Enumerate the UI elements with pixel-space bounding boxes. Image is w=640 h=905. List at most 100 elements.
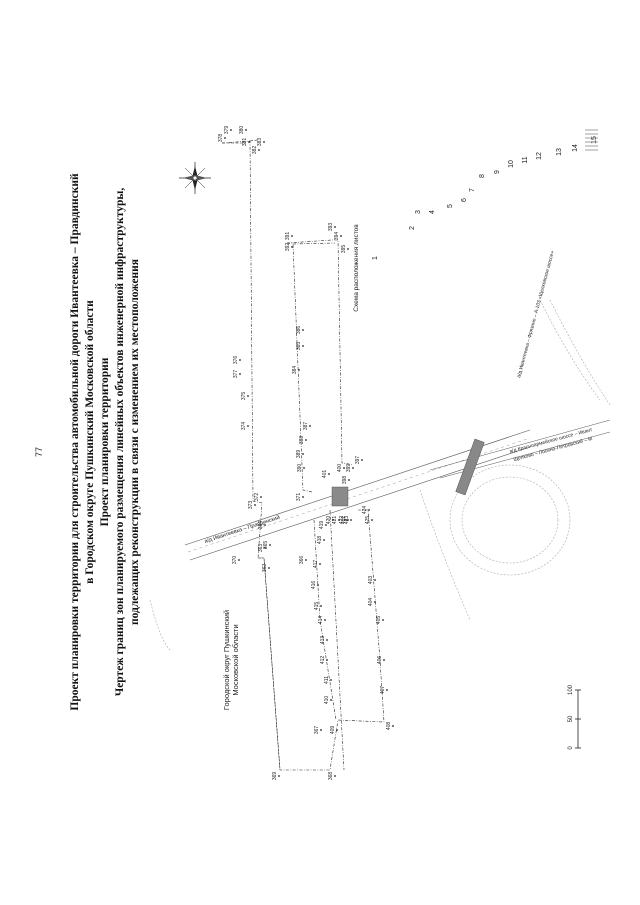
point-marker-367	[320, 729, 322, 731]
point-label-410: 410	[324, 696, 330, 705]
point-label-422: 422	[339, 516, 345, 525]
point-marker-400	[343, 467, 345, 469]
point-label-393: 393	[328, 223, 334, 232]
sheet-number-8: 8	[479, 174, 486, 178]
point-label-404: 404	[368, 598, 374, 607]
point-label-418: 418	[317, 536, 323, 545]
point-marker-378	[224, 137, 226, 139]
point-label-383: 383	[257, 138, 263, 147]
title-line-4: Чертеж границ зон планируемого размещени…	[114, 188, 126, 697]
sheet-number-10: 10	[508, 160, 515, 168]
title-line-5: подлежащих реконструкции в связи с измен…	[129, 259, 141, 625]
point-label-420: 420	[326, 516, 332, 525]
sheet-number-11: 11	[522, 156, 529, 163]
point-label-366: 366	[299, 556, 305, 565]
point-label-425: 425	[365, 516, 371, 525]
point-label-374: 374	[241, 422, 247, 431]
point-label-364: 364	[258, 521, 264, 530]
point-label-363: 363	[258, 544, 264, 553]
title-line-2: в Городском округе Пушкинский Московской…	[84, 300, 96, 584]
scale-bar: 0 50 100	[568, 684, 581, 750]
point-marker-422	[345, 519, 347, 521]
point-marker-368	[334, 775, 336, 777]
zone-boundary-top	[221, 139, 281, 771]
sheet-number-6: 6	[461, 198, 468, 202]
point-marker-377	[239, 373, 241, 375]
point-label-372: 372	[254, 493, 260, 502]
point-label-409: 409	[330, 726, 336, 735]
sheet-number-12: 12	[536, 152, 543, 160]
point-marker-417	[319, 563, 321, 565]
sheet-number-4: 4	[429, 210, 436, 214]
point-marker-405	[382, 619, 384, 621]
point-label-387: 387	[303, 422, 309, 431]
sheet-number-9: 9	[494, 170, 501, 174]
point-marker-371	[302, 496, 304, 498]
point-marker-409	[336, 729, 338, 731]
point-marker-376	[239, 359, 241, 361]
sheet-number-3: 3	[415, 210, 422, 214]
point-label-378: 378	[218, 134, 224, 143]
point-marker-418	[323, 539, 325, 541]
point-label-403: 403	[368, 576, 374, 585]
point-label-377: 377	[233, 370, 239, 379]
point-label-405: 405	[376, 616, 382, 625]
point-marker-407	[386, 689, 388, 691]
point-label-400: 400	[337, 464, 343, 473]
point-label-367: 367	[314, 726, 320, 735]
point-label-402: 402	[341, 516, 347, 525]
point-label-424: 424	[362, 506, 368, 515]
point-marker-363	[264, 547, 266, 549]
point-marker-393	[334, 226, 336, 228]
point-marker-420	[332, 519, 334, 521]
point-label-398: 398	[342, 476, 348, 485]
point-marker-414	[324, 619, 326, 621]
point-marker-397	[361, 459, 363, 461]
point-marker-424	[368, 509, 370, 511]
point-marker-369	[278, 775, 280, 777]
point-marker-399	[352, 467, 354, 469]
point-label-391: 391	[285, 232, 291, 241]
point-label-386: 386	[296, 326, 302, 335]
point-label-373: 373	[248, 501, 254, 510]
point-marker-423	[350, 519, 352, 521]
point-marker-382	[258, 149, 260, 151]
point-label-395: 395	[341, 245, 347, 254]
title-block: Проект планировки территории для строите…	[69, 173, 141, 711]
point-label-371: 371	[296, 493, 302, 502]
point-marker-365	[269, 544, 271, 546]
point-marker-412	[326, 659, 328, 661]
point-label-397: 397	[355, 456, 361, 465]
point-marker-390	[303, 467, 305, 469]
point-label-385: 385	[296, 342, 302, 351]
building-block	[331, 486, 349, 507]
sheet-layout-caption: Схема расположения листов	[353, 224, 360, 312]
point-label-362: 362	[262, 564, 268, 573]
point-marker-391	[291, 235, 293, 237]
scale-label-50: 50	[568, 715, 574, 722]
point-marker-394	[340, 235, 342, 237]
point-marker-370	[238, 559, 240, 561]
scale-label-0: 0	[568, 746, 574, 750]
point-label-417: 417	[313, 560, 319, 569]
point-marker-384	[298, 369, 300, 371]
point-label-368: 368	[328, 772, 334, 781]
point-label-412: 412	[320, 656, 326, 665]
point-label-365: 365	[263, 541, 269, 550]
bridge-structure	[455, 438, 485, 496]
scale-label-100: 100	[568, 684, 574, 695]
point-marker-413	[326, 639, 328, 641]
point-marker-419	[325, 524, 327, 526]
point-label-381: 381	[242, 138, 248, 147]
point-label-392: 392	[285, 243, 291, 252]
point-label-380: 380	[239, 126, 245, 135]
point-label-390: 390	[297, 464, 303, 473]
point-marker-385	[302, 345, 304, 347]
point-label-375: 375	[241, 392, 247, 401]
point-label-411: 411	[324, 676, 330, 684]
sheet-number-2: 2	[409, 226, 416, 230]
